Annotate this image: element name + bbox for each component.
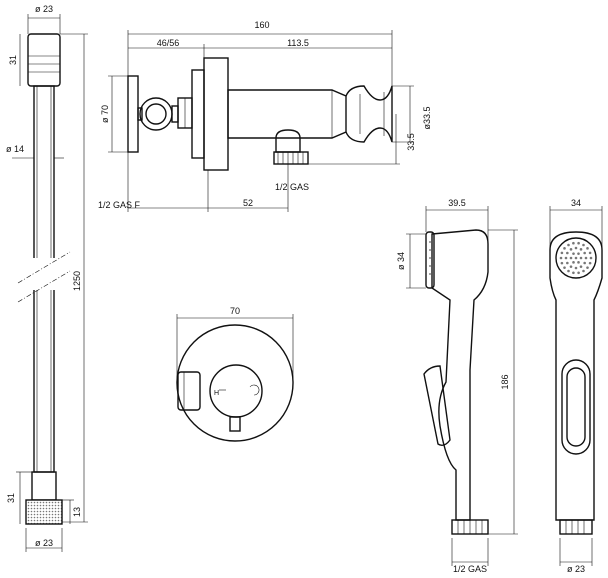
spray-hole (586, 247, 589, 250)
valve-flange (203, 57, 229, 171)
dim-hose-diameter: ø 14 (6, 144, 24, 154)
dim-hose-top-diameter: ø 23 (35, 4, 53, 14)
hose-bottom-nut (25, 499, 63, 525)
valve-front-view: H (176, 324, 294, 442)
spray-front-thread (559, 519, 593, 535)
spray-hole (584, 256, 588, 260)
svg-text:H: H (214, 390, 219, 397)
spray-hole (569, 265, 573, 268)
dim-hose-top-height: 31 (8, 55, 18, 65)
spray-hole (566, 261, 569, 265)
spray-hole (560, 251, 564, 255)
dim-valve-holder-diameter: ø33.5 (422, 106, 432, 129)
spray-hole (582, 243, 585, 247)
spray-hole (563, 247, 566, 250)
spray-hole (572, 252, 575, 255)
spray-hole (577, 261, 580, 264)
valve-body (227, 89, 347, 139)
plate-dimensions: 70 (176, 306, 294, 383)
valve-outlet-thread (273, 151, 309, 165)
spray-nozzle (425, 231, 435, 289)
spray-hole (574, 256, 578, 260)
dim-spray-head-diameter: ø 34 (396, 252, 406, 270)
dim-spray-length: 186 (500, 374, 510, 389)
valve-outlet (275, 129, 301, 153)
dim-hose-bottom-height: 31 (6, 493, 16, 503)
break-line-upper (17, 251, 71, 284)
spray-hole (579, 256, 583, 260)
spray-front-trigger (561, 359, 591, 455)
spray-hole (588, 251, 592, 255)
spray-hole (566, 251, 569, 255)
spray-hole (559, 256, 563, 260)
front-plate (176, 324, 294, 442)
rotation-arrow-icon (249, 384, 260, 396)
spray-hole (589, 256, 593, 260)
dim-spray-head-width: 39.5 (448, 198, 466, 208)
spray-hole (560, 261, 564, 265)
spray-hole (572, 271, 575, 275)
spray-trigger (423, 365, 451, 447)
dim-valve-flange-diameter: ø 70 (100, 105, 110, 123)
spray-hole (564, 256, 568, 260)
dim-valve-outlet-spacing: 52 (243, 198, 253, 208)
spray-hole (567, 243, 570, 247)
dim-hose-length: 1250 (72, 271, 82, 291)
break-line-lower (17, 270, 71, 303)
hose-view (17, 33, 71, 525)
spray-hole (577, 252, 580, 255)
spray-hole (569, 248, 573, 251)
spray-hole (583, 251, 586, 255)
spray-holes (559, 241, 593, 275)
dim-valve-total-length: 160 (254, 20, 269, 30)
dim-hose-bottom-thread: 13 (72, 507, 82, 517)
valve-dimensions: 160 46/56 113.5 ø 70 ø33.5 33.5 1/2 GAS … (98, 20, 432, 212)
dim-spray-front-diameter: ø 23 (567, 564, 585, 574)
hose-bottom-collar (31, 471, 57, 501)
dim-spray-front-width: 34 (571, 198, 581, 208)
shower-holder (345, 85, 393, 143)
spray-hole (582, 269, 585, 273)
dim-spray-thread: 1/2 GAS (453, 564, 487, 574)
spray-hole (563, 266, 566, 269)
dim-hose-bottom-diameter: ø 23 (35, 538, 53, 548)
dim-valve-outlet-thread: 1/2 GAS (275, 182, 309, 192)
dim-valve-body-length: 113.5 (287, 38, 309, 48)
dim-plate-diameter: 70 (230, 306, 240, 316)
spray-hole (572, 241, 575, 245)
spray-hole (569, 256, 573, 260)
spray-front-dimensions: 34 ø 23 (549, 198, 603, 574)
spray-hole (577, 241, 580, 245)
spray-front-body (549, 231, 603, 521)
hose-top-nut (27, 33, 61, 87)
spray-hole (579, 248, 583, 251)
valve-side-view (127, 57, 393, 171)
dim-valve-inlet-thread: 1/2 GAS F (98, 200, 141, 210)
spray-hole (588, 261, 592, 265)
valve-handle-ring (139, 97, 173, 131)
dim-valve-outlet-height: 33.5 (406, 133, 416, 151)
spray-hole (567, 269, 570, 273)
spray-hole (574, 266, 578, 270)
spray-hole (579, 265, 583, 268)
spray-side-dimensions: 39.5 ø 34 186 1/2 GAS (396, 198, 518, 574)
dim-valve-wall-depth: 46/56 (157, 38, 180, 48)
spray-face (555, 237, 597, 279)
spray-hole (574, 246, 578, 250)
spray-body (431, 229, 489, 521)
spray-side-view (423, 229, 489, 535)
spray-hole (577, 271, 580, 275)
hose-dimensions: ø 23 31 ø 14 1250 31 13 ø 23 (6, 4, 88, 552)
valve-handle-bar (127, 75, 139, 153)
spray-hole (583, 261, 586, 265)
spray-hole (586, 266, 589, 269)
spray-hole (572, 261, 575, 264)
spray-front-view (549, 231, 603, 535)
